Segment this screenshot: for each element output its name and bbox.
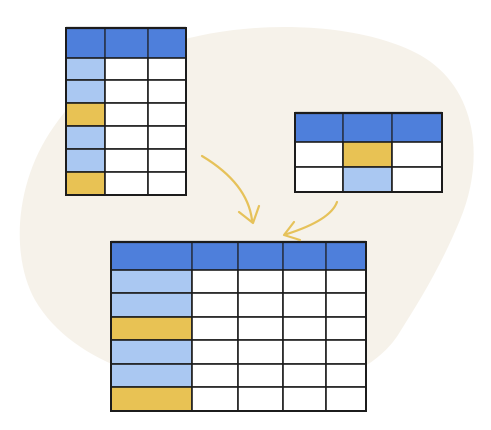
table-cell-merged-r6c4 [325, 386, 367, 412]
table-cell-merged-r5c4 [325, 363, 367, 388]
table-cell-source_right-r1c1 [342, 141, 393, 168]
table-cell-source_left-r5c1 [104, 148, 149, 173]
arrow-right-shaft [285, 200, 339, 236]
header-cell-source_left-r0c1 [104, 27, 149, 59]
table-cell-source_left-r4c0 [65, 125, 106, 150]
table-cell-merged-r5c2 [237, 363, 284, 388]
header-cell-source_left-r0c0 [65, 27, 106, 59]
source-table-left [65, 26, 187, 196]
arrow-right-to-merged [282, 200, 339, 242]
table-cell-merged-r3c4 [325, 316, 367, 341]
table-cell-source_left-r3c1 [104, 102, 149, 127]
table-cell-source_left-r4c1 [104, 125, 149, 150]
table-cell-merged-r5c1 [191, 363, 239, 388]
header-cell-source_left-r0c2 [147, 27, 187, 59]
table-cell-source_left-r2c2 [147, 79, 187, 104]
table-cell-merged-r3c3 [282, 316, 327, 341]
table-cell-source_left-r1c1 [104, 57, 149, 81]
table-cell-merged-r3c1 [191, 316, 239, 341]
header-cell-merged-r0c2 [237, 241, 284, 271]
table-cell-merged-r4c3 [282, 339, 327, 365]
table-cell-source_right-r1c2 [391, 141, 443, 168]
table-cell-merged-r2c0 [110, 292, 193, 318]
table-cell-merged-r6c3 [282, 386, 327, 412]
table-cell-source_left-r5c2 [147, 148, 187, 173]
header-cell-merged-r0c0 [110, 241, 193, 271]
table-cell-merged-r1c4 [325, 269, 367, 294]
header-cell-source_right-r0c1 [342, 112, 393, 143]
table-cell-merged-r5c0 [110, 363, 193, 388]
table-cell-merged-r6c1 [191, 386, 239, 412]
table-cell-source_left-r6c2 [147, 171, 187, 196]
table-cell-merged-r6c0 [110, 386, 193, 412]
table-cell-source_left-r6c1 [104, 171, 149, 196]
source-table-right [294, 111, 443, 193]
table-cell-merged-r4c0 [110, 339, 193, 365]
table-cell-merged-r1c2 [237, 269, 284, 294]
table-cell-merged-r3c0 [110, 316, 193, 341]
table-cell-source_right-r2c1 [342, 166, 393, 193]
merged-table [110, 240, 367, 412]
header-cell-merged-r0c1 [191, 241, 239, 271]
table-cell-merged-r2c3 [282, 292, 327, 318]
table-cell-source_right-r1c0 [294, 141, 344, 168]
table-cell-merged-r4c1 [191, 339, 239, 365]
table-cell-source_left-r1c2 [147, 57, 187, 81]
table-cell-source_left-r3c0 [65, 102, 106, 127]
arrow-left-head [237, 204, 261, 225]
table-cell-source_left-r6c0 [65, 171, 106, 196]
table-cell-merged-r2c4 [325, 292, 367, 318]
table-cell-merged-r1c1 [191, 269, 239, 294]
table-cell-source_left-r4c2 [147, 125, 187, 150]
table-cell-merged-r2c1 [191, 292, 239, 318]
arrow-left-to-merged [200, 154, 261, 225]
header-cell-source_right-r0c2 [391, 112, 443, 143]
table-cell-merged-r3c2 [237, 316, 284, 341]
table-cell-source_left-r3c2 [147, 102, 187, 127]
table-cell-merged-r4c2 [237, 339, 284, 365]
table-cell-merged-r4c4 [325, 339, 367, 365]
arrow-right-head [282, 220, 302, 242]
arrow-left-shaft [200, 154, 254, 222]
table-cell-merged-r5c3 [282, 363, 327, 388]
table-cell-source_left-r2c1 [104, 79, 149, 104]
table-cell-source_right-r2c2 [391, 166, 443, 193]
header-cell-merged-r0c4 [325, 241, 367, 271]
table-cell-merged-r2c2 [237, 292, 284, 318]
table-cell-source_left-r2c0 [65, 79, 106, 104]
header-cell-merged-r0c3 [282, 241, 327, 271]
table-cell-merged-r6c2 [237, 386, 284, 412]
table-cell-source_left-r5c0 [65, 148, 106, 173]
table-cell-source_left-r1c0 [65, 57, 106, 81]
table-cell-merged-r1c0 [110, 269, 193, 294]
table-cell-merged-r1c3 [282, 269, 327, 294]
table-cell-source_right-r2c0 [294, 166, 344, 193]
header-cell-source_right-r0c0 [294, 112, 344, 143]
